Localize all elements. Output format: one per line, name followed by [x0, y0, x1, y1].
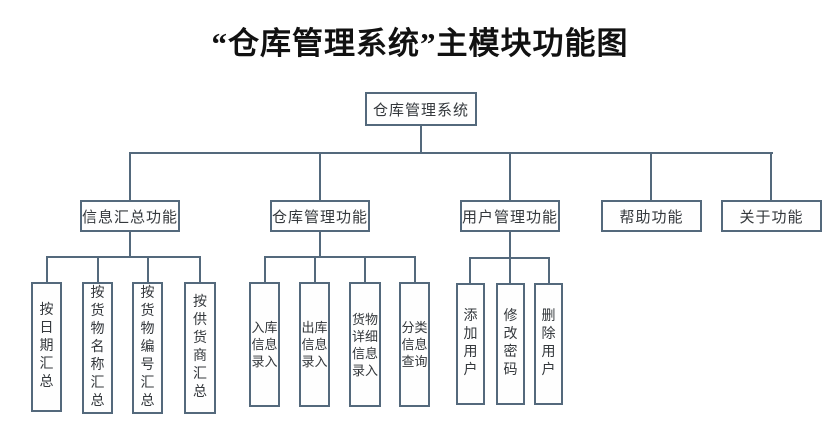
node-label: 添 加 用 户	[463, 309, 478, 378]
node-label: 货物 详细 信息 录入	[351, 311, 378, 378]
connector	[129, 152, 773, 154]
node-label: 关于功能	[739, 209, 804, 226]
node-label: 仓库管理系统	[372, 102, 469, 119]
node-change-password: 修 改 密 码	[496, 283, 525, 405]
node-warehouse-management-system: 仓库管理系统	[365, 92, 477, 126]
connector	[129, 152, 131, 200]
node-delete-user: 删 除 用 户	[534, 283, 563, 405]
connector	[509, 232, 511, 259]
node-inbound-info-entry: 入库 信息 录入	[249, 282, 280, 407]
node-category-info-query: 分类 信息 查询	[399, 282, 430, 407]
connector	[97, 256, 99, 282]
connector	[264, 256, 416, 258]
node-label: 帮助功能	[619, 209, 684, 226]
connector	[469, 257, 471, 283]
node-label: 分类 信息 查询	[401, 320, 428, 369]
connector	[414, 256, 416, 282]
connector	[319, 232, 321, 258]
node-add-user: 添 加 用 户	[456, 283, 485, 405]
connector	[509, 152, 511, 200]
node-outbound-info-entry: 出库 信息 录入	[299, 282, 330, 407]
connector	[199, 256, 201, 282]
connector	[650, 152, 652, 200]
connector	[264, 256, 266, 282]
node-label: 出库 信息 录入	[301, 320, 328, 369]
node-summary-by-date: 按 日 期 汇 总	[31, 282, 62, 412]
node-user-management-function: 用户管理功能	[460, 200, 560, 232]
node-label: 按 货 物 编 号 汇 总	[140, 286, 155, 409]
node-about-function: 关于功能	[721, 200, 822, 232]
connector	[548, 257, 550, 283]
node-warehouse-management-function: 仓库管理功能	[270, 200, 370, 232]
node-label: 用户管理功能	[462, 209, 559, 226]
node-label: 按 供 货 商 汇 总	[193, 295, 207, 400]
node-label: 仓库管理功能	[272, 209, 369, 226]
connector	[319, 152, 321, 200]
connector	[46, 256, 201, 258]
connector	[364, 256, 366, 282]
connector	[147, 256, 149, 282]
node-summary-by-goods-name: 按 货 物 名 称 汇 总	[82, 282, 113, 414]
node-label: 按 货 物 名 称 汇 总	[90, 286, 105, 409]
connector	[509, 257, 511, 283]
connector	[770, 152, 772, 200]
node-info-summary-function: 信息汇总功能	[80, 200, 180, 232]
node-goods-detail-info-entry: 货物 详细 信息 录入	[349, 282, 381, 407]
connector	[314, 256, 316, 282]
node-label: 修 改 密 码	[503, 309, 518, 378]
node-label: 信息汇总功能	[82, 209, 179, 226]
node-label: 删 除 用 户	[541, 309, 556, 378]
node-help-function: 帮助功能	[601, 200, 702, 232]
connector	[46, 256, 48, 282]
node-label: 入库 信息 录入	[251, 320, 278, 369]
connector	[420, 126, 422, 153]
connector	[129, 232, 131, 258]
diagram-title: “仓库管理系统”主模块功能图	[211, 26, 629, 61]
node-label: 按 日 期 汇 总	[39, 303, 54, 390]
node-summary-by-goods-number: 按 货 物 编 号 汇 总	[132, 282, 163, 414]
node-summary-by-supplier: 按 供 货 商 汇 总	[184, 282, 216, 414]
